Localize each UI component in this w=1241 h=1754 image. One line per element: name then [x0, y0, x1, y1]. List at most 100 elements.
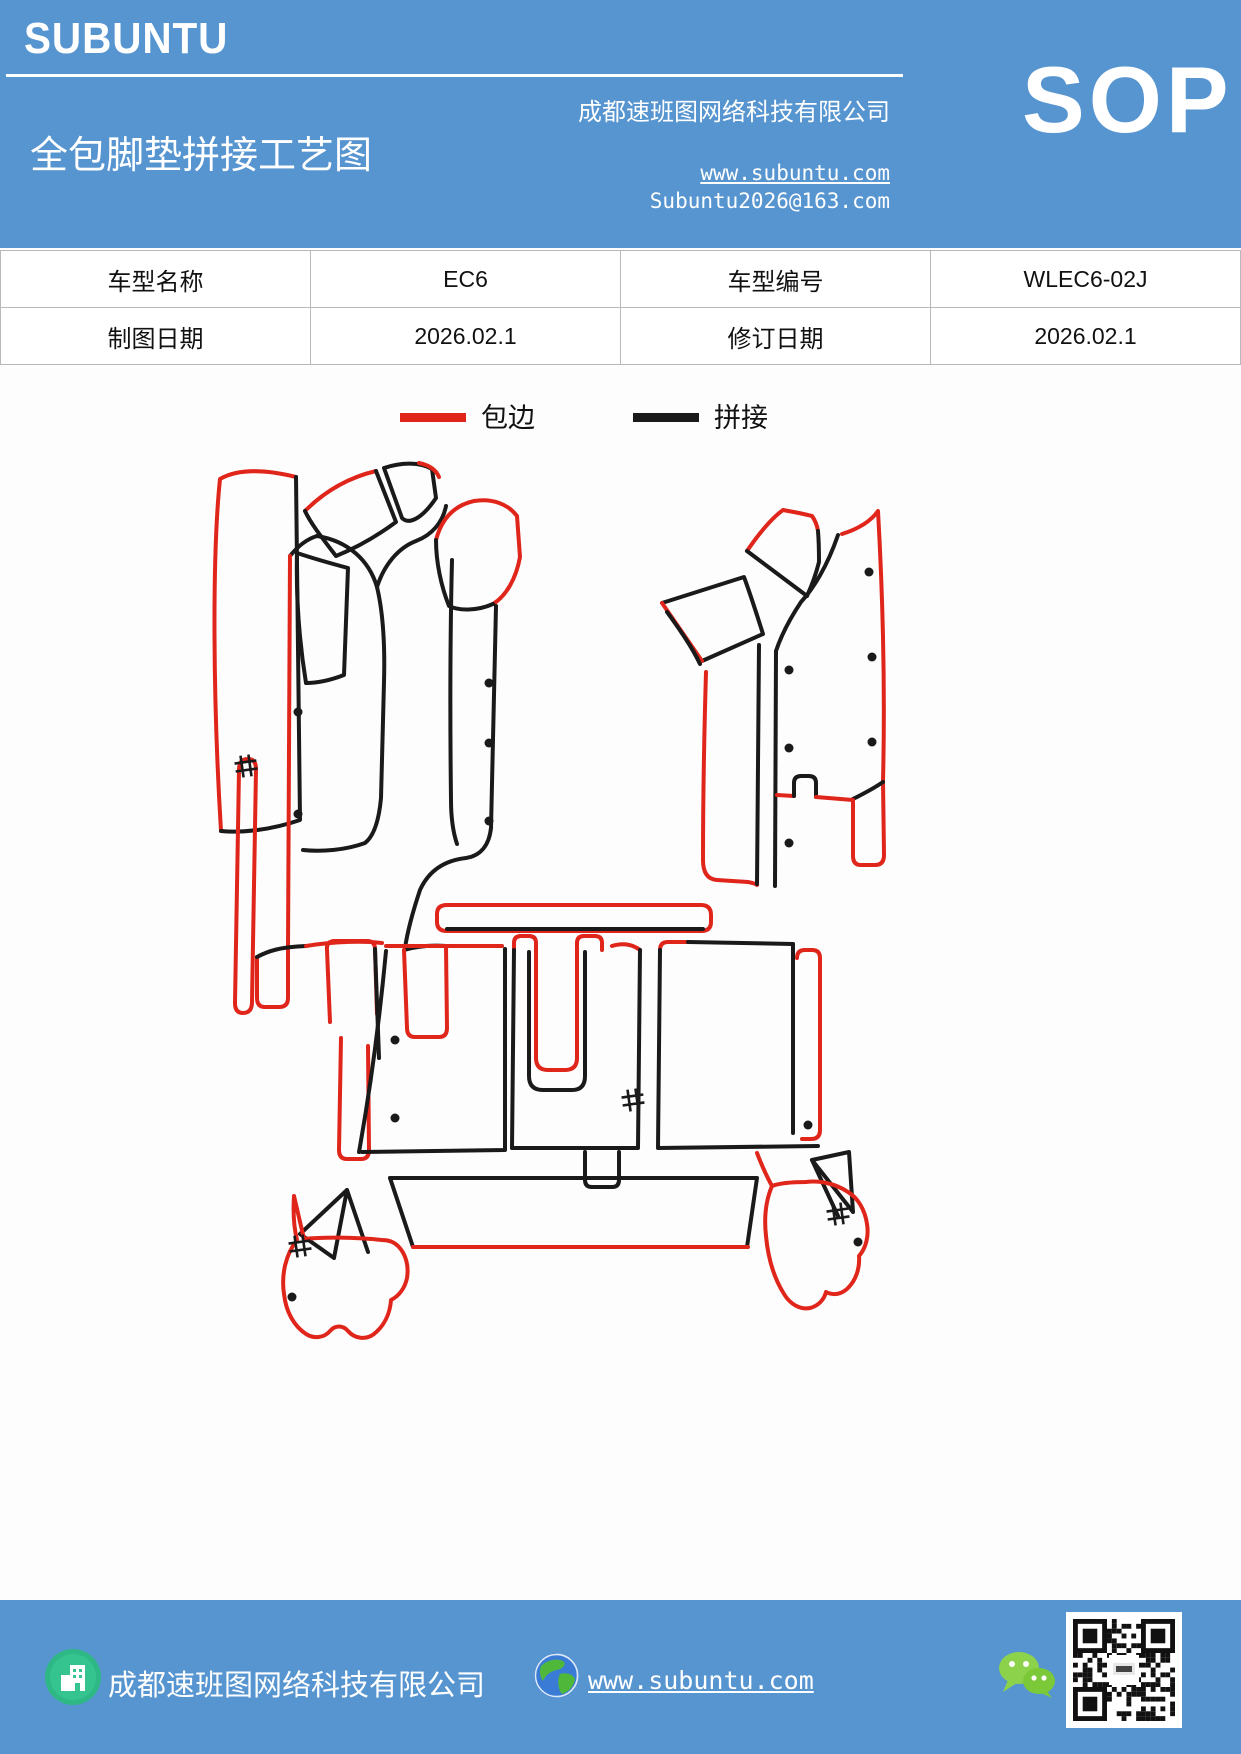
door-sill-strip: [435, 903, 713, 933]
edge-binding-path: [303, 469, 378, 513]
splice-path: [382, 461, 438, 523]
footer: 成都速班图网络科技有限公司 www.subuntu.com: [0, 1600, 1241, 1754]
edge-binding-path: [435, 903, 713, 933]
rear-middle-mat: [510, 934, 642, 1189]
splice-path: [510, 948, 516, 1150]
edge-binding-path: [512, 934, 604, 1072]
table-value-model-code: WLEC6-02J: [931, 251, 1240, 307]
edge-binding-path: [660, 601, 704, 663]
table-label-model-name: 车型名称: [1, 251, 310, 307]
table-label-model-code: 车型编号: [621, 251, 930, 307]
edge-binding-path: [745, 508, 820, 553]
edge-binding-path: [255, 554, 292, 1009]
splice-path: [810, 1150, 855, 1214]
edge-binding-label: 包边: [481, 403, 535, 434]
rear-bridge-strip: [388, 1176, 759, 1249]
alignment-dot: [803, 1120, 813, 1130]
splice-path: [388, 1176, 415, 1249]
splice-path: [373, 947, 381, 1060]
alignment-dot: [484, 816, 494, 826]
building-icon: [45, 1649, 101, 1705]
splice-path: [755, 643, 761, 886]
alignment-dots: [287, 567, 877, 1302]
edge-binding-path: [851, 779, 886, 867]
splice-path: [774, 533, 840, 653]
splice-path: [656, 948, 820, 1150]
vehicle-info-table: 车型名称 EC6 车型编号 WLEC6-02J 制图日期 2026.02.1 修…: [0, 250, 1241, 365]
table-value-draw-date: 2026.02.1: [311, 308, 620, 364]
alignment-dot: [853, 1237, 863, 1247]
alignment-dot: [484, 678, 494, 688]
splice-path: [345, 1188, 370, 1254]
splice-path: [298, 1188, 349, 1260]
splice-path: [357, 949, 388, 1154]
alignment-dot: [484, 738, 494, 748]
edge-binding-path: [434, 498, 522, 606]
alignment-marks: [234, 754, 850, 1258]
alignment-dot: [390, 1035, 400, 1045]
front-left-floor-mat: [212, 461, 522, 1039]
edge-binding-path: [701, 670, 759, 887]
alignment-dot: [864, 567, 874, 577]
header-divider: [6, 74, 903, 77]
globe-icon: [534, 1653, 579, 1698]
splice-path: [434, 538, 495, 612]
splice-path: [583, 1150, 621, 1189]
edge-binding-path: [233, 757, 258, 1015]
sop-label: SOP: [1022, 47, 1233, 152]
edge-binding-path: [795, 948, 822, 1141]
edge-binding-path: [610, 942, 642, 952]
right-wheel-arch-pad: [755, 1150, 870, 1311]
rear-right-mat: [656, 940, 822, 1150]
alignment-dot: [293, 809, 303, 819]
edge-binding-path: [658, 940, 690, 952]
footer-website-link[interactable]: www.subuntu.com: [588, 1666, 814, 1695]
edge-binding-path: [763, 1179, 870, 1311]
rear-left-mat: [324, 939, 507, 1161]
hash-mark: [826, 1202, 850, 1226]
splice-path: [510, 948, 642, 1150]
alignment-dot: [293, 707, 303, 717]
table-label-revise-date: 修订日期: [621, 308, 930, 364]
splice-swatch: [633, 413, 699, 422]
splice-path: [402, 943, 448, 952]
table-label-draw-date: 制图日期: [1, 308, 310, 364]
splice-path: [303, 469, 398, 558]
edge-binding-path: [402, 944, 449, 1039]
edge-binding-path: [775, 793, 796, 798]
splice-path: [219, 475, 302, 834]
company-name: 成都速班图网络科技有限公司: [578, 98, 890, 126]
edge-binding-path: [417, 461, 441, 479]
splice-path: [745, 529, 821, 598]
edge-binding-path: [814, 795, 855, 802]
alignment-dot: [784, 665, 794, 675]
legend-item-splice: 拼接: [633, 398, 768, 437]
edge-binding-swatch: [400, 413, 466, 422]
page-title: 全包脚垫拼接工艺图: [30, 133, 373, 177]
splice-path: [792, 774, 818, 799]
hash-mark: [288, 1234, 312, 1258]
email-address: Subuntu2026@163.com: [649, 189, 890, 213]
edge-binding-path: [324, 939, 379, 1024]
table-value-model-name: EC6: [311, 251, 620, 307]
splice-path: [665, 610, 702, 666]
splice-path: [375, 504, 448, 589]
qr-code-pattern: [1073, 1619, 1175, 1721]
splice-path: [773, 649, 778, 888]
splice-path: [660, 575, 765, 663]
alignment-dot: [390, 1113, 400, 1123]
edge-binding-path: [337, 1036, 371, 1161]
splice-path: [388, 1176, 759, 1249]
header: SUBUNTU 全包脚垫拼接工艺图 成都速班图网络科技有限公司 www.subu…: [0, 0, 1241, 248]
alignment-dot: [867, 652, 877, 662]
table-value-revise-date: 2026.02.1: [931, 308, 1240, 364]
website-link[interactable]: www.subuntu.com: [700, 161, 890, 185]
edge-binding-path: [755, 1151, 774, 1188]
legend: 包边 拼接: [0, 398, 1241, 438]
hash-mark: [621, 1088, 645, 1112]
splice-path: [851, 780, 885, 801]
front-right-floor-mat: [660, 508, 886, 888]
qr-code: [1066, 1612, 1182, 1728]
splice-path: [360, 947, 507, 1154]
